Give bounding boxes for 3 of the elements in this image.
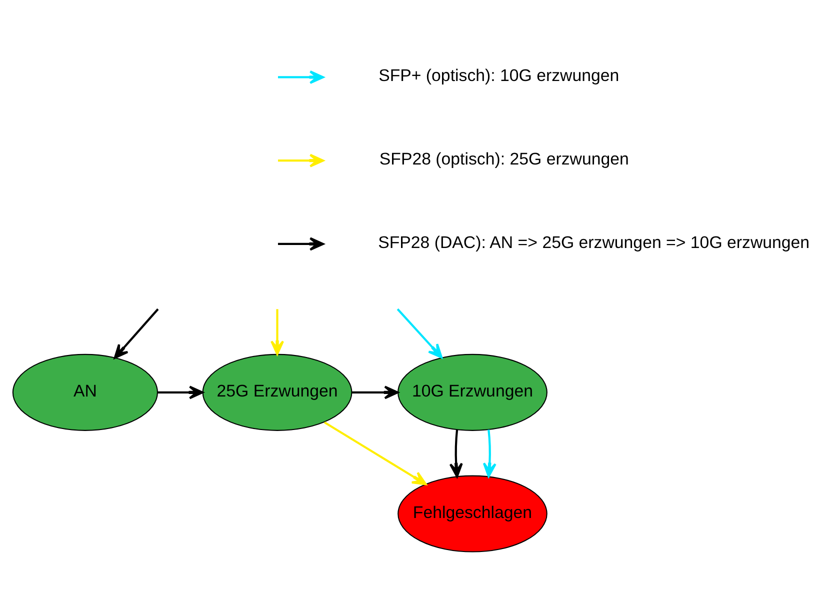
legend-label: SFP28 (DAC): AN => 25G erzwungen => 10G erzwungen (378, 232, 810, 252)
legend-label: SFP+ (optisch): 10G erzwungen (378, 66, 620, 85)
legend-label: SFP28 (optisch): 25G erzwungen (379, 149, 629, 168)
